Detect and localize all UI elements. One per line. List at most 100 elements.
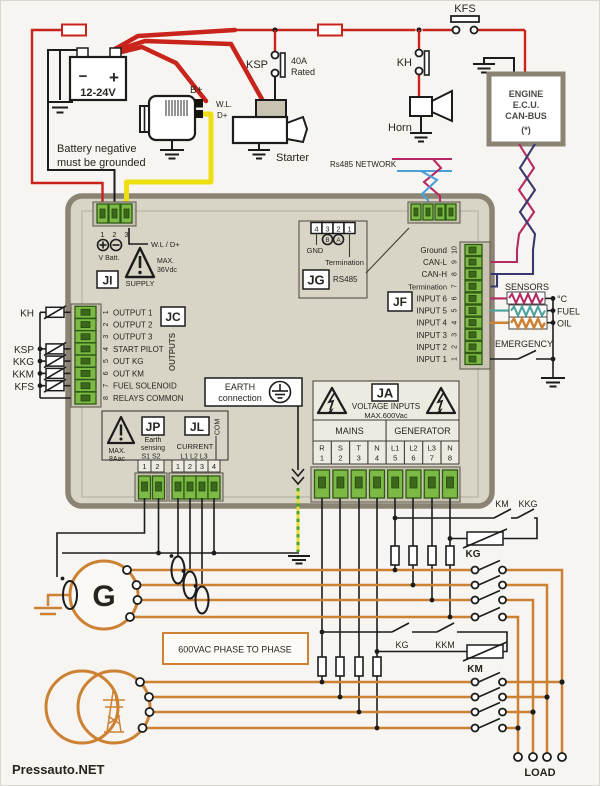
in-num-1: 1 [452,357,459,361]
engine-ecu: ENGINE E.C.U. CAN-BUS (*) [473,57,566,147]
battery: − + 12-24V [68,47,128,102]
kg-contactor [470,559,507,622]
rs485-num-3: 3 [325,225,329,234]
s1s2-label: S1 S2 [141,454,160,461]
earth-sensing-2: sensing [141,445,165,452]
in-num-4: 4 [452,321,459,325]
cur-num-2: 2 [188,462,192,471]
out-num-7: 7 [103,384,110,388]
vn-2: 2 [338,454,342,463]
supply-max-2: 36Vdc [157,267,177,274]
horn-label: Horn [388,122,412,134]
generator-letter: G [92,580,115,613]
oil-label: OIL [557,319,572,329]
voltage-inputs-section: JA VOLTAGE INPUTS MAX.600Vac MAINS GENER… [310,380,461,503]
vl-n1: N [374,444,379,453]
out-num-5: 5 [103,359,110,363]
sensors-section: SENSORS °C FUEL OIL EMERGENCY [490,282,580,388]
utility-transformer [44,669,155,745]
vn-4: 4 [375,454,379,463]
in-label-5: INPUT 5 [416,307,447,316]
out-label-2: OUTPUT 2 [113,321,153,330]
ja-label: JA [377,386,394,401]
phase-note-box: 600VAC PHASE TO PHASE [162,632,309,665]
vl-r: R [319,444,325,453]
in-label-1: INPUT 1 [416,355,447,364]
measure-warning-icon [106,415,136,445]
relay-label-kfs: KFS [15,382,35,393]
in-label-canl: CAN-L [423,258,448,267]
hv-warning-left-icon [316,386,348,415]
ecu-line-2: E.C.U. [513,100,540,110]
rs485-num-2: 2 [336,225,340,234]
vn-3: 3 [357,454,361,463]
temp-label: °C [557,294,568,304]
out-label-7: FUEL SOLENOID [113,382,177,391]
vl-t: T [356,444,361,453]
in-num-10: 10 [452,246,459,254]
battery-note-1: Battery negative [57,143,137,155]
rs485-num-4: 4 [314,225,318,234]
voltage-title: VOLTAGE INPUTS [352,402,420,411]
rs485-gnd: GND [307,246,324,255]
battery-voltage: 12-24V [80,87,116,99]
kfs-switch [450,15,480,35]
vn-5: 5 [393,454,397,463]
in-label-6: INPUT 6 [416,294,447,303]
out-num-8: 8 [103,396,110,400]
out-label-1: OUTPUT 1 [113,308,153,317]
fuel-label: FUEL [557,307,580,317]
fuse-rating-2: Rated [291,67,315,77]
sensors-title: SENSORS [505,282,549,292]
out-num-2: 2 [103,322,110,326]
out-num-4: 4 [103,347,110,351]
input-terminals [464,243,483,366]
vbatt-label: V Batt. [98,255,119,262]
km-coil-label: KM [467,664,483,675]
kg-coil-circuit: KM KKG KG [392,499,538,560]
out-num-6: 6 [103,371,110,375]
transmission-tower-icon [103,691,125,733]
ksp-switch [270,50,286,78]
supply-label: SUPPLY [125,279,154,288]
mains-header: MAINS [335,426,364,436]
jg-label: JG [307,273,324,288]
ecu-line-1: ENGINE [509,89,544,99]
kg-contact-label: KG [395,640,408,650]
vbatt-polarity-icon [96,238,123,252]
bplus-label: B+ [190,85,203,96]
voltage-max: MAX.600Vac [364,411,407,420]
hv-warning-right-icon [425,386,457,415]
voltage-terminals [313,469,459,499]
kkg-contact-label: KKG [518,499,537,509]
in-num-7: 7 [452,284,459,288]
generator-fuses [390,545,455,620]
alternator-grille-icon [165,100,188,116]
supply-num-1: 1 [100,230,104,239]
wl-label: W.L. [216,100,232,109]
supply-max-1: MAX. [157,258,174,265]
vl-l1: L1 [391,444,399,453]
ksp-label: KSP [246,59,268,71]
vn-7: 7 [430,454,434,463]
ecu-line-4: (*) [521,125,531,135]
output-relay-coils: KH KSP KKG KKM KFS [12,305,74,399]
rs485-network-label: Rs485 NETWORK [330,160,397,169]
rs485-termination: Termination [325,258,364,267]
cur-num-4: 4 [212,462,216,471]
out-label-5: OUT KG [113,357,144,366]
kg-coil-label: KG [466,549,481,560]
starter [231,99,309,160]
earth-line-2: connection [218,393,262,403]
rs485-section: 4 3 2 1 B A GND Termination JG RS485 [298,201,461,299]
out-label-3: OUTPUT 3 [113,333,153,342]
out-num-3: 3 [103,335,110,339]
generator: G [34,559,143,631]
vl-n2: N [447,444,452,453]
vl-l3: L3 [428,444,436,453]
mains-fuses [317,656,382,731]
km-contact-label: KM [495,499,509,509]
in-num-9: 9 [452,260,459,264]
supply-warning-icon [124,246,156,279]
